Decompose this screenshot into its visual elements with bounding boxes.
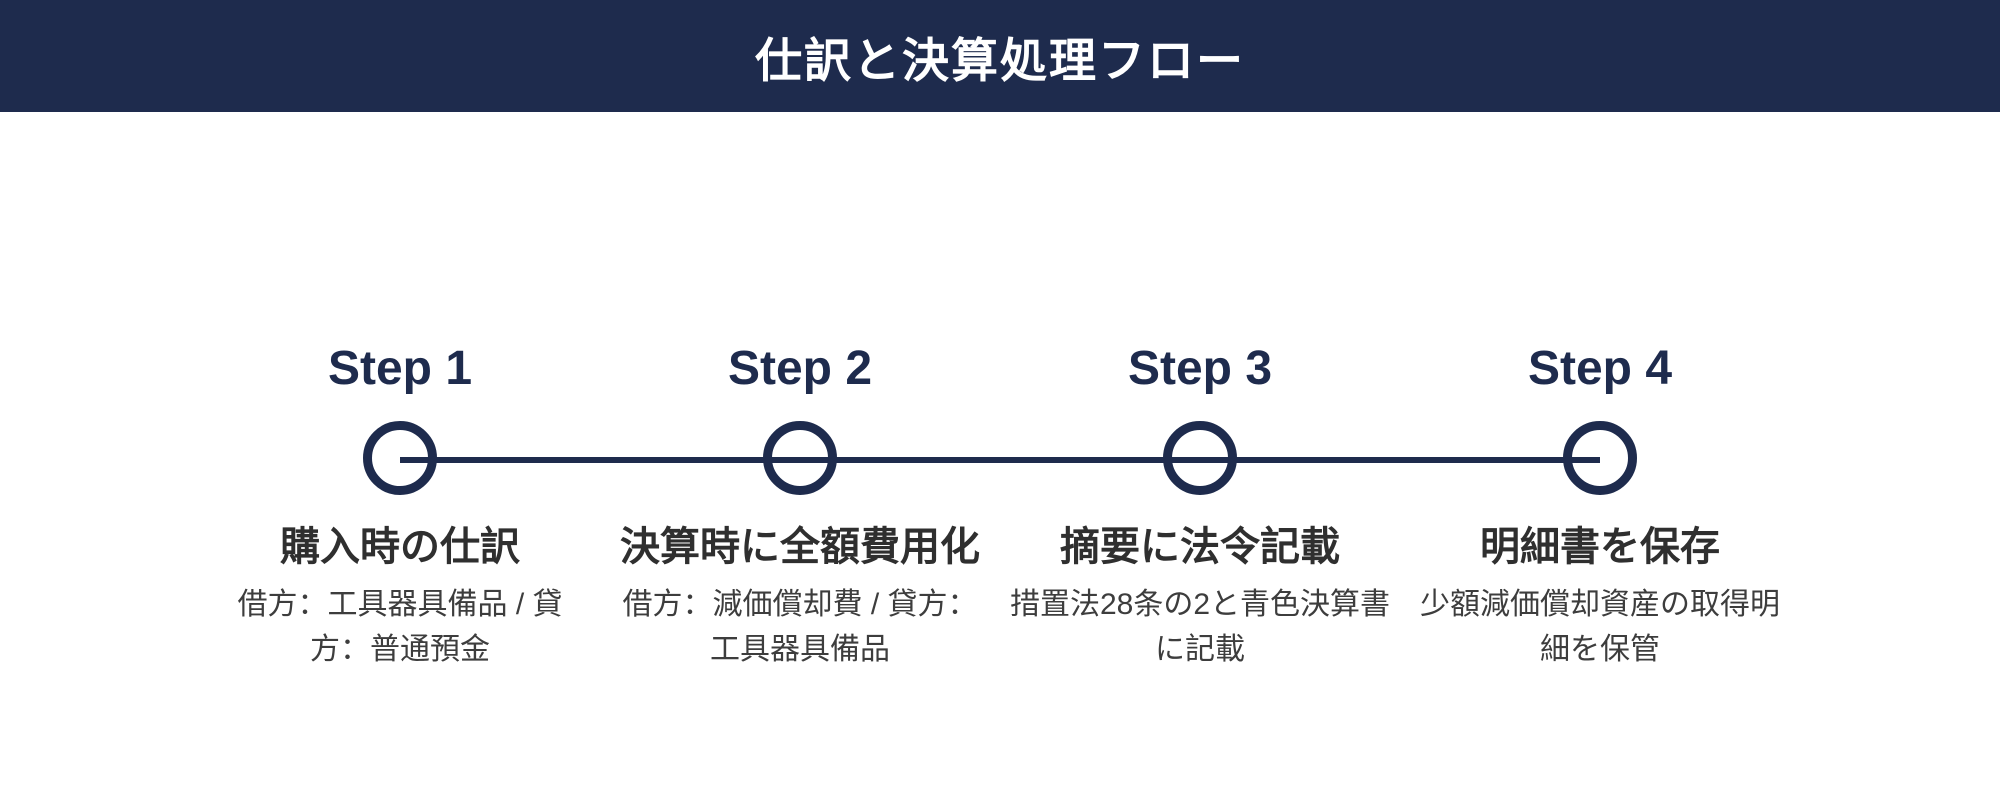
step-marker-circle <box>1563 420 1637 495</box>
steps-row: Step 1 購入時の仕訳 借方：工具器具備品 / 貸方：普通預金 Step 2… <box>0 112 2000 672</box>
flow-timeline: Step 1 購入時の仕訳 借方：工具器具備品 / 貸方：普通預金 Step 2… <box>0 112 2000 800</box>
header-bar: 仕訳と決算処理フロー <box>0 0 2000 112</box>
step-description: 借方：減価償却費 / 貸方：工具器具備品 <box>622 587 978 666</box>
step-item-2: Step 2 決算時に全額費用化 借方：減価償却費 / 貸方：工具器具備品 <box>600 340 1000 672</box>
step-item-1: Step 1 購入時の仕訳 借方：工具器具備品 / 貸方：普通預金 <box>200 340 600 672</box>
step-title: 購入時の仕訳 <box>280 524 520 569</box>
page-title: 仕訳と決算処理フロー <box>755 33 1245 87</box>
step-title: 摘要に法令記載 <box>1060 524 1340 569</box>
step-label: Step 3 <box>1127 342 1273 395</box>
step-item-4: Step 4 明細書を保存 少額減価償却資産の取得明細を保管 <box>1400 340 1800 672</box>
step-title: 決算時に全額費用化 <box>620 524 980 569</box>
step-title: 明細書を保存 <box>1480 524 1720 569</box>
step-label: Step 1 <box>327 342 473 395</box>
step-label: Step 2 <box>727 342 873 395</box>
step-marker-circle <box>363 420 437 495</box>
step-label: Step 4 <box>1527 342 1673 395</box>
step-description: 措置法28条の2と青色決算書に記載 <box>1009 587 1391 666</box>
step-marker-circle <box>763 420 837 495</box>
step-description: 借方：工具器具備品 / 貸方：普通預金 <box>237 587 563 666</box>
step-marker-circle <box>1163 420 1237 495</box>
step-item-3: Step 3 摘要に法令記載 措置法28条の2と青色決算書に記載 <box>1000 340 1400 672</box>
step-description: 少額減価償却資産の取得明細を保管 <box>1420 587 1780 666</box>
